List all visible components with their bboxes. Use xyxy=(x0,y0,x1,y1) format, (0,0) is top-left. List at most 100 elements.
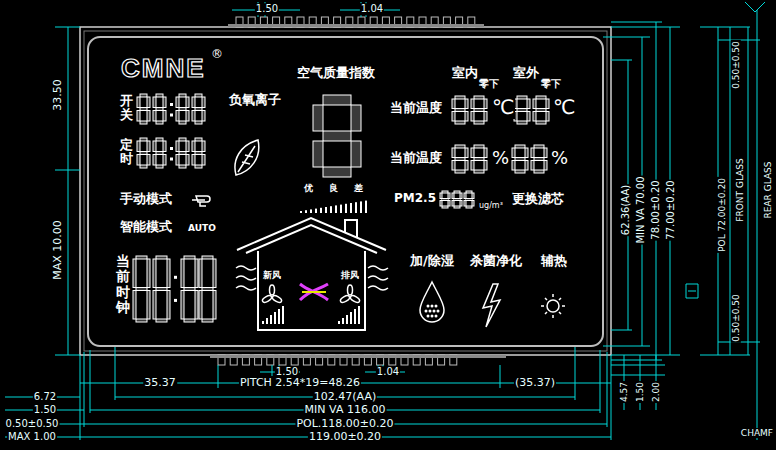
lcd-segment xyxy=(464,201,466,207)
lcd-segment xyxy=(454,199,460,201)
lcd-segment xyxy=(452,148,455,158)
lcd-segment xyxy=(147,111,150,122)
lcd-legend: 室内 xyxy=(451,66,479,81)
lcd-segment xyxy=(452,112,455,122)
lcd-icons xyxy=(237,218,386,330)
lcd-colon xyxy=(174,299,177,302)
lcd-segment xyxy=(137,111,140,122)
lcd-segment xyxy=(517,121,527,124)
dimension-text: 119.00±0.20 xyxy=(308,431,382,444)
lcd-segment xyxy=(133,259,136,288)
lcd-segment xyxy=(133,291,136,320)
lcd-icons xyxy=(433,310,436,313)
lcd-legend: 负氧离子 xyxy=(228,93,282,108)
lcd-segment xyxy=(452,193,454,199)
lcd-legend: 更换滤芯 xyxy=(511,192,565,207)
lcd-segment xyxy=(147,97,150,108)
lcd-legend: 辅热 xyxy=(540,254,568,269)
glass-outline xyxy=(84,31,607,351)
lcd-segment xyxy=(454,191,460,193)
lcd-colon xyxy=(170,114,173,117)
lcd-segment xyxy=(192,141,195,152)
lcd-segment xyxy=(199,259,202,288)
lcd-segment xyxy=(525,161,528,171)
lcd-icons xyxy=(437,310,440,313)
lcd-legend: CMNE xyxy=(120,54,207,84)
dimension-text: 6.72 xyxy=(33,391,57,403)
lcd-segment xyxy=(460,193,462,199)
lcd-segment xyxy=(452,99,455,109)
lcd-segment xyxy=(202,111,205,122)
lcd-segment xyxy=(474,170,484,173)
dimension-lines xyxy=(232,2,400,17)
lcd-segment xyxy=(464,193,466,199)
lcd-segment xyxy=(202,141,205,152)
lcd-segment xyxy=(452,161,455,171)
lcd-segment xyxy=(512,148,515,158)
lcd-legend: 差 xyxy=(353,183,364,193)
lcd-icons xyxy=(431,315,434,318)
lcd-segment xyxy=(195,152,202,155)
lcd-legend: 智能模式 xyxy=(119,220,173,235)
dimension-text: MAX 1.00 xyxy=(7,431,57,443)
lcd-segment xyxy=(442,206,448,208)
lcd-segment xyxy=(474,96,484,99)
dimension-text: 1.04 xyxy=(360,3,384,15)
lcd-segment xyxy=(179,165,186,168)
dimension-text: 1.50 xyxy=(255,3,279,15)
lcd-segment xyxy=(153,97,156,108)
lcd-icons xyxy=(483,284,500,327)
lcd-icons xyxy=(435,305,438,308)
dimension-lines xyxy=(5,2,765,440)
lcd-segment xyxy=(156,121,163,124)
level-bar xyxy=(365,201,367,213)
lcd-segment xyxy=(440,193,442,199)
lcd-icons xyxy=(300,284,328,300)
lcd-segment xyxy=(536,109,546,112)
lcd-segment xyxy=(153,259,156,288)
dimension-text: 2.00 xyxy=(651,381,661,403)
pin-row xyxy=(210,17,506,365)
lcd-segment xyxy=(202,288,213,291)
lcd-icons xyxy=(270,285,275,295)
lcd-legend: 零下 xyxy=(478,78,500,90)
dimension-text: FRONT GLASS xyxy=(735,157,745,222)
lcd-segment xyxy=(181,259,184,288)
lcd-segment xyxy=(525,148,528,158)
pin-bar xyxy=(210,355,506,358)
lcd-icons xyxy=(302,291,326,293)
lcd-legend: 当前温度 xyxy=(389,151,443,166)
lcd-colon xyxy=(170,147,173,150)
lcd-icons xyxy=(541,294,565,318)
lcd-icons xyxy=(271,294,282,303)
lcd-segment xyxy=(471,161,474,171)
lcd-segment xyxy=(153,291,156,320)
lcd-segment xyxy=(442,191,448,193)
lcd-icons xyxy=(192,140,565,330)
lcd-segment xyxy=(140,165,147,168)
lcd-segment xyxy=(163,97,166,108)
lcd-segment xyxy=(184,256,195,259)
lcd-segment xyxy=(163,155,166,166)
level-bar xyxy=(354,309,356,324)
level-bar xyxy=(346,315,348,324)
lcd-icons xyxy=(425,305,440,318)
lcd-segment xyxy=(531,161,534,171)
segment-digits xyxy=(133,94,549,324)
lcd-segment xyxy=(465,99,468,109)
lcd-segment xyxy=(474,109,484,112)
lcd-segment xyxy=(534,170,544,173)
level-bar xyxy=(358,306,360,324)
lcd-segment xyxy=(140,138,147,141)
lcd-segment xyxy=(474,121,484,124)
lcd-legend: 定时 xyxy=(120,138,133,167)
lcd-segment xyxy=(534,145,544,148)
lcd-legend: 排风 xyxy=(340,270,360,280)
lcd-segment xyxy=(176,97,179,108)
lcd-icons xyxy=(235,140,259,175)
level-bar xyxy=(320,208,322,213)
lcd-segment xyxy=(156,108,163,111)
lcd-segment xyxy=(213,291,216,320)
lcd-segment xyxy=(179,94,186,97)
